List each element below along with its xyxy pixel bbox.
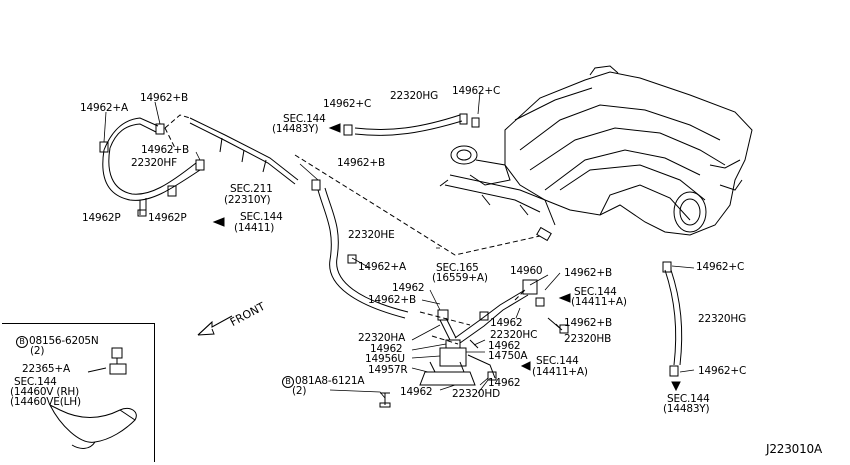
label-14962-center-4: 14962 — [370, 343, 403, 355]
label-081a8-qty: (2) — [292, 385, 307, 397]
label-14411a-bottom: (14411+A) — [532, 366, 588, 378]
vacuum-gallery — [439, 117, 556, 242]
label-14962-center-3: 14962 — [488, 340, 521, 352]
label-14750a: 14750A — [488, 350, 528, 362]
leader-dashes — [164, 114, 541, 345]
label-22320ha: 22320HA — [358, 332, 406, 344]
label-22320hb: 22320HB — [564, 333, 612, 345]
inset-sec144: SEC.144 — [14, 376, 57, 388]
inset-lh: (14460VE(LH) — [10, 396, 81, 408]
label-22320hg-right: 22320HG — [698, 313, 747, 325]
label-14957r: 14957R — [368, 364, 408, 376]
label-sec211: SEC.211 — [230, 183, 273, 195]
label-14962p-right: 14962P — [148, 212, 187, 224]
front-arrow — [197, 315, 233, 336]
label-14962-center-1: 14962 — [392, 282, 425, 294]
label-14956u: 14956U — [365, 353, 405, 365]
label-16559a: (16559+A) — [432, 272, 488, 284]
label-14483y-bottom: (14483Y) — [663, 403, 710, 415]
pipe-sec211 — [189, 117, 299, 185]
label-14411a-right: (14411+A) — [571, 296, 627, 308]
label-14962-a-mid: 14962+A — [358, 261, 406, 273]
label-22320hg-top: 22320HG — [390, 90, 439, 102]
label-sec144-14483y-bottom: SEC.144 — [667, 393, 710, 405]
bolt-081a8 — [379, 392, 391, 408]
label-14962-b-left: 14962+B — [141, 144, 190, 156]
label-14962-b-mid: 14962+B — [337, 157, 386, 169]
label-14962-c-top: 14962+C — [323, 98, 372, 110]
label-14962-bottom-left: 14962 — [400, 386, 433, 398]
label-14962-c-right-bottom: 14962+C — [698, 365, 747, 377]
label-14962-center-2: 14962 — [490, 317, 523, 329]
label-14962-b-right-bottom: 14962+B — [564, 317, 613, 329]
diagram-reference-code: J223010A — [766, 442, 822, 456]
label-22320hd: 22320HD — [452, 388, 500, 400]
label-14962-bottom-right: 14962 — [488, 377, 521, 389]
inset-sensor-part: 22365+A — [22, 363, 70, 375]
label-14960: 14960 — [510, 265, 543, 277]
bolt-part-text: 081A8-6121A — [295, 375, 365, 387]
inset-rh: (14460V (RH) — [10, 386, 80, 398]
hose-22320hg-upper — [343, 113, 468, 136]
label-14962-c-right-top: 14962+C — [696, 261, 745, 273]
label-sec165: SEC.165 — [436, 262, 479, 274]
leader-lines — [103, 91, 695, 399]
label-sec144-14411a-right: SEC.144 — [574, 286, 617, 298]
hose-22320hf — [99, 117, 205, 217]
label-14962-a-top: 14962+A — [80, 102, 128, 114]
label-14962-b-center: 14962+B — [368, 294, 417, 306]
intake-manifold — [504, 65, 753, 236]
label-22320hc: 22320HC — [490, 329, 538, 341]
label-14483y-top: (14483Y) — [272, 123, 319, 135]
inset-bolt-part: 08156-6205N — [29, 335, 99, 347]
inset-circle-b-mark: B — [16, 336, 28, 348]
label-14962-b-right-top: 14962+B — [564, 267, 613, 279]
label-22320he: 22320HE — [348, 229, 395, 241]
label-sec144-14483y-top: SEC.144 — [283, 113, 326, 125]
label-sec144-14411a-bottom: SEC.144 — [536, 355, 579, 367]
label-14962p-left: 14962P — [82, 212, 121, 224]
circle-b-mark: B — [282, 376, 294, 388]
hose-22320hg-lower — [662, 261, 683, 377]
section-arrows — [212, 123, 681, 392]
label-14411: (14411) — [234, 222, 275, 234]
inset-sensor-drawing — [48, 347, 137, 449]
label-22320hf: 22320HF — [131, 157, 177, 169]
label-14962-c-manifold: 14962+C — [452, 85, 501, 97]
inset-panel — [2, 323, 155, 462]
inset-bolt-qty: (2) — [30, 345, 45, 357]
label-sec144-14411: SEC.144 — [240, 211, 283, 223]
hose-22320he — [311, 179, 409, 319]
valve-assembly — [419, 279, 569, 386]
label-22310y: (22310Y) — [224, 194, 271, 206]
label-14962-b-top: 14962+B — [140, 92, 189, 104]
